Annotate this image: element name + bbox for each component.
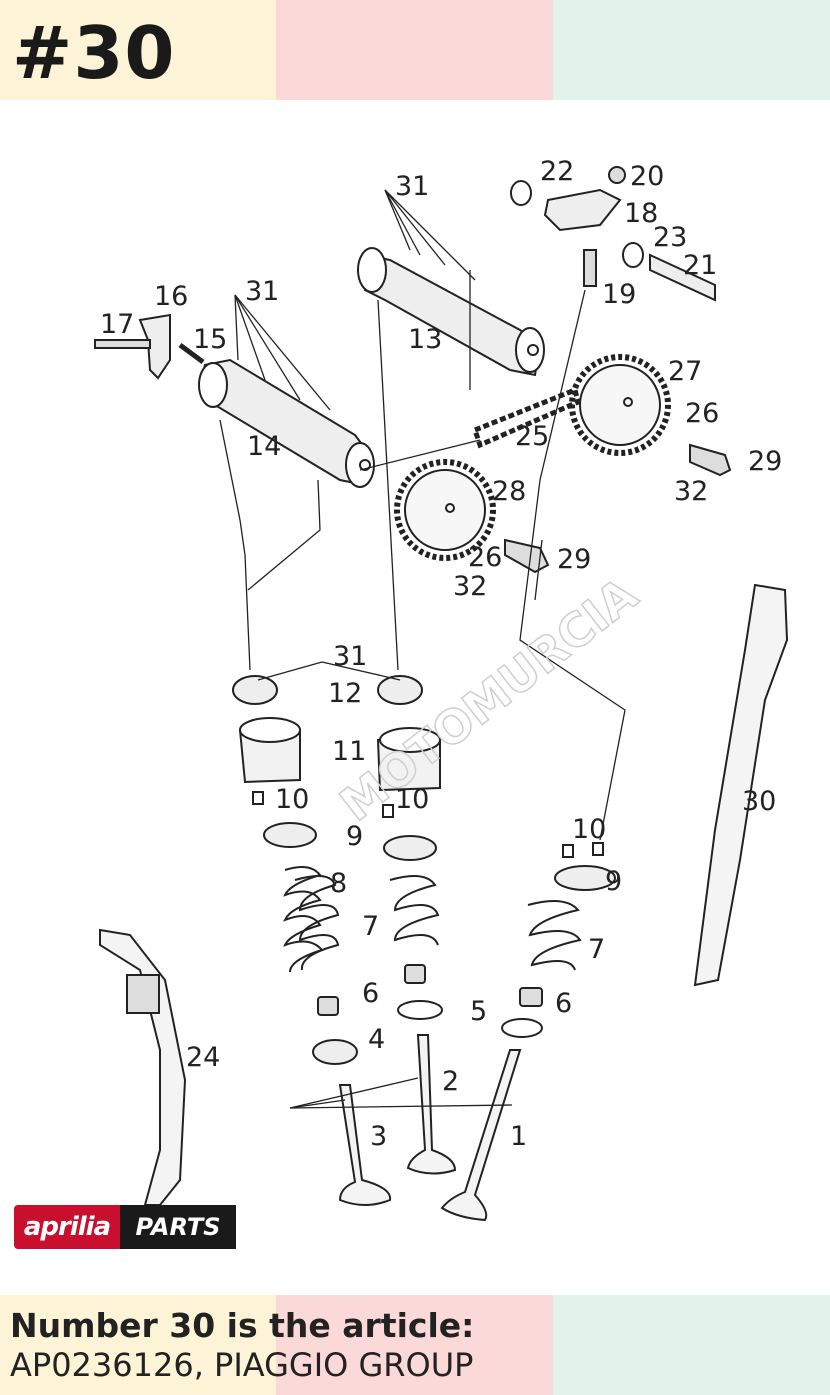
- label-16: 16: [154, 281, 188, 312]
- spring-cap-9-mid: [383, 835, 437, 861]
- parts-logo: PARTS: [120, 1205, 236, 1249]
- label-9a: 9: [346, 821, 363, 852]
- washer-5-right: [501, 1018, 543, 1038]
- valve-spring-8: [283, 865, 324, 973]
- valve-spring-7-right: [527, 900, 582, 971]
- label-9b: 9: [605, 866, 622, 897]
- caption-title: Number 30 is the article:: [10, 1306, 475, 1345]
- header-band-yellow: [0, 0, 276, 100]
- parts-diagram: MOTOMURCIA 1 2 3 4 5 6 6 7 7 8 9 9 10 10…: [94, 156, 789, 1222]
- pin-17: [94, 339, 151, 349]
- footer-band: [0, 1295, 830, 1395]
- label-26a: 26: [685, 398, 719, 429]
- aprilia-logo: aprilia: [14, 1205, 120, 1249]
- seal-6-right: [519, 987, 543, 1007]
- label-10c: 10: [572, 814, 606, 845]
- label-27: 27: [668, 356, 702, 387]
- spring-cap-9-right: [554, 865, 616, 891]
- seal-6-left: [317, 996, 339, 1016]
- label-18: 18: [624, 198, 658, 229]
- watermark: MOTOMURCIA: [330, 567, 648, 832]
- label-31a: 31: [395, 171, 429, 202]
- label-10b: 10: [395, 784, 429, 815]
- label-30: 30: [742, 786, 776, 817]
- header-band: [0, 0, 830, 100]
- label-4: 4: [368, 1024, 385, 1055]
- label-25: 25: [515, 421, 549, 452]
- keeper-10-d: [592, 842, 604, 856]
- header-band-pink: [276, 0, 553, 100]
- spring-cap-9-left: [263, 822, 317, 848]
- part-labels: 1 2 3 4 5 6 6 7 7 8 9 9 10 10 10 11 12 1…: [100, 156, 782, 1152]
- shim-12-left: [232, 675, 278, 705]
- sprocket-28: [394, 459, 496, 561]
- footer-band-green: [553, 1295, 830, 1395]
- caption-article: AP0236126, PIAGGIO GROUP: [10, 1346, 474, 1384]
- washer-23: [622, 242, 644, 268]
- label-12: 12: [328, 678, 362, 709]
- keeper-10-b: [382, 804, 394, 818]
- label-20: 20: [630, 161, 664, 192]
- label-26b: 26: [468, 542, 502, 573]
- keeper-10-c: [562, 844, 574, 858]
- keeper-10-a: [252, 791, 264, 805]
- label-11: 11: [332, 736, 366, 767]
- label-29b: 29: [557, 544, 591, 575]
- valve-3: [338, 1084, 392, 1206]
- label-31c: 31: [333, 641, 367, 672]
- label-3: 3: [370, 1121, 387, 1152]
- label-28: 28: [492, 476, 526, 507]
- label-8: 8: [330, 868, 347, 899]
- screw-15: [178, 342, 205, 365]
- screw-19: [583, 249, 597, 287]
- label-31b: 31: [245, 276, 279, 307]
- header-band-green: [553, 0, 830, 100]
- bolt-29-lower: [504, 538, 550, 574]
- chain-guide-30: [693, 583, 789, 987]
- label-19: 19: [602, 279, 636, 310]
- timing-chain-25: [471, 386, 581, 449]
- label-7b: 7: [588, 934, 605, 965]
- label-21: 21: [683, 250, 717, 281]
- label-23: 23: [653, 222, 687, 253]
- label-14: 14: [247, 431, 281, 462]
- valve-spring-7-left: [294, 875, 340, 971]
- shaft-21: [649, 253, 716, 302]
- nut-20: [608, 166, 626, 184]
- seal-6-mid: [404, 964, 426, 984]
- label-6b: 6: [555, 988, 572, 1019]
- label-32b: 32: [453, 571, 487, 602]
- washer-5-mid: [397, 1000, 443, 1020]
- label-15: 15: [193, 324, 227, 355]
- label-7a: 7: [362, 911, 379, 942]
- label-13: 13: [408, 324, 442, 355]
- label-5: 5: [470, 996, 487, 1027]
- rocker-arm-18: [543, 188, 622, 232]
- camshaft-13: [364, 253, 542, 377]
- valve-1: [440, 1049, 522, 1222]
- chain-tensioner-24: [99, 928, 187, 1206]
- washer-22: [510, 180, 532, 206]
- shim-12-right: [377, 675, 423, 705]
- footer-band-yellow: [0, 1295, 276, 1395]
- seat-4: [312, 1039, 358, 1065]
- label-10a: 10: [275, 784, 309, 815]
- label-2: 2: [442, 1066, 459, 1097]
- footer-band-pink: [276, 1295, 553, 1395]
- label-32a: 32: [674, 476, 708, 507]
- bolt-29-upper: [689, 443, 732, 477]
- label-22: 22: [540, 156, 574, 187]
- label-6a: 6: [362, 978, 379, 1009]
- label-24: 24: [186, 1042, 220, 1073]
- label-17: 17: [100, 309, 134, 340]
- valve-2: [406, 1034, 457, 1175]
- valve-spring-7-mid: [389, 875, 440, 946]
- page-title: #30: [12, 11, 176, 95]
- label-29a: 29: [748, 446, 782, 477]
- label-1: 1: [510, 1121, 527, 1152]
